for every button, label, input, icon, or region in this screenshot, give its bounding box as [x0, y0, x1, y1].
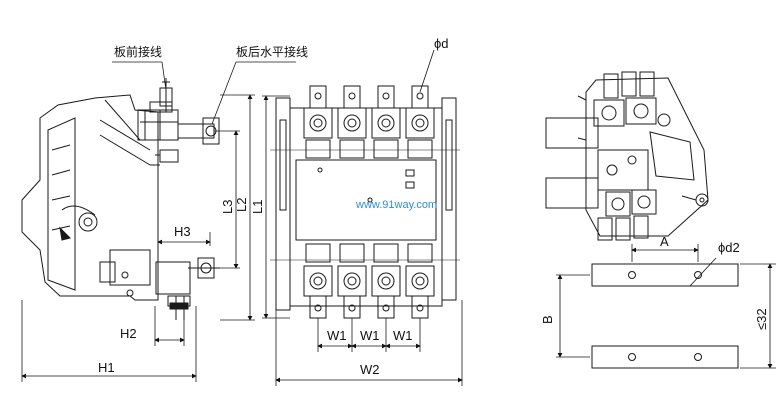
l1-label: L1 [250, 200, 265, 214]
top-terminals [303, 85, 435, 159]
w1-label-1: W1 [327, 328, 347, 343]
l3-label: L3 [220, 200, 235, 214]
h1-label: H1 [98, 360, 115, 375]
note-leaders [112, 61, 296, 125]
w2-label: W2 [360, 362, 380, 377]
front-wiring-label: 板前接线 [114, 44, 162, 59]
side-view [21, 78, 255, 382]
rear-wiring-label: 板后水平接线 [236, 44, 308, 59]
w1-label-2: W1 [360, 328, 380, 343]
busbar-detail [556, 244, 776, 369]
phi-d2-label: ϕd2 [718, 240, 740, 255]
thickness-label: ≤32 [754, 308, 769, 330]
b-label: B [540, 315, 555, 324]
front-dimensions [263, 49, 463, 383]
busbar-dimensions [557, 247, 773, 369]
watermark-text: www.91way.com [355, 199, 437, 211]
w1-label-3: W1 [393, 328, 413, 343]
a-label: A [660, 234, 669, 249]
phi-d-label: ϕd [434, 36, 449, 51]
bottom-terminals [303, 243, 435, 319]
side-dimensions [21, 94, 253, 379]
isometric-view [545, 71, 709, 241]
l2-label: L2 [234, 198, 249, 212]
h2-label: H2 [120, 326, 137, 341]
h3-label: H3 [174, 224, 191, 239]
